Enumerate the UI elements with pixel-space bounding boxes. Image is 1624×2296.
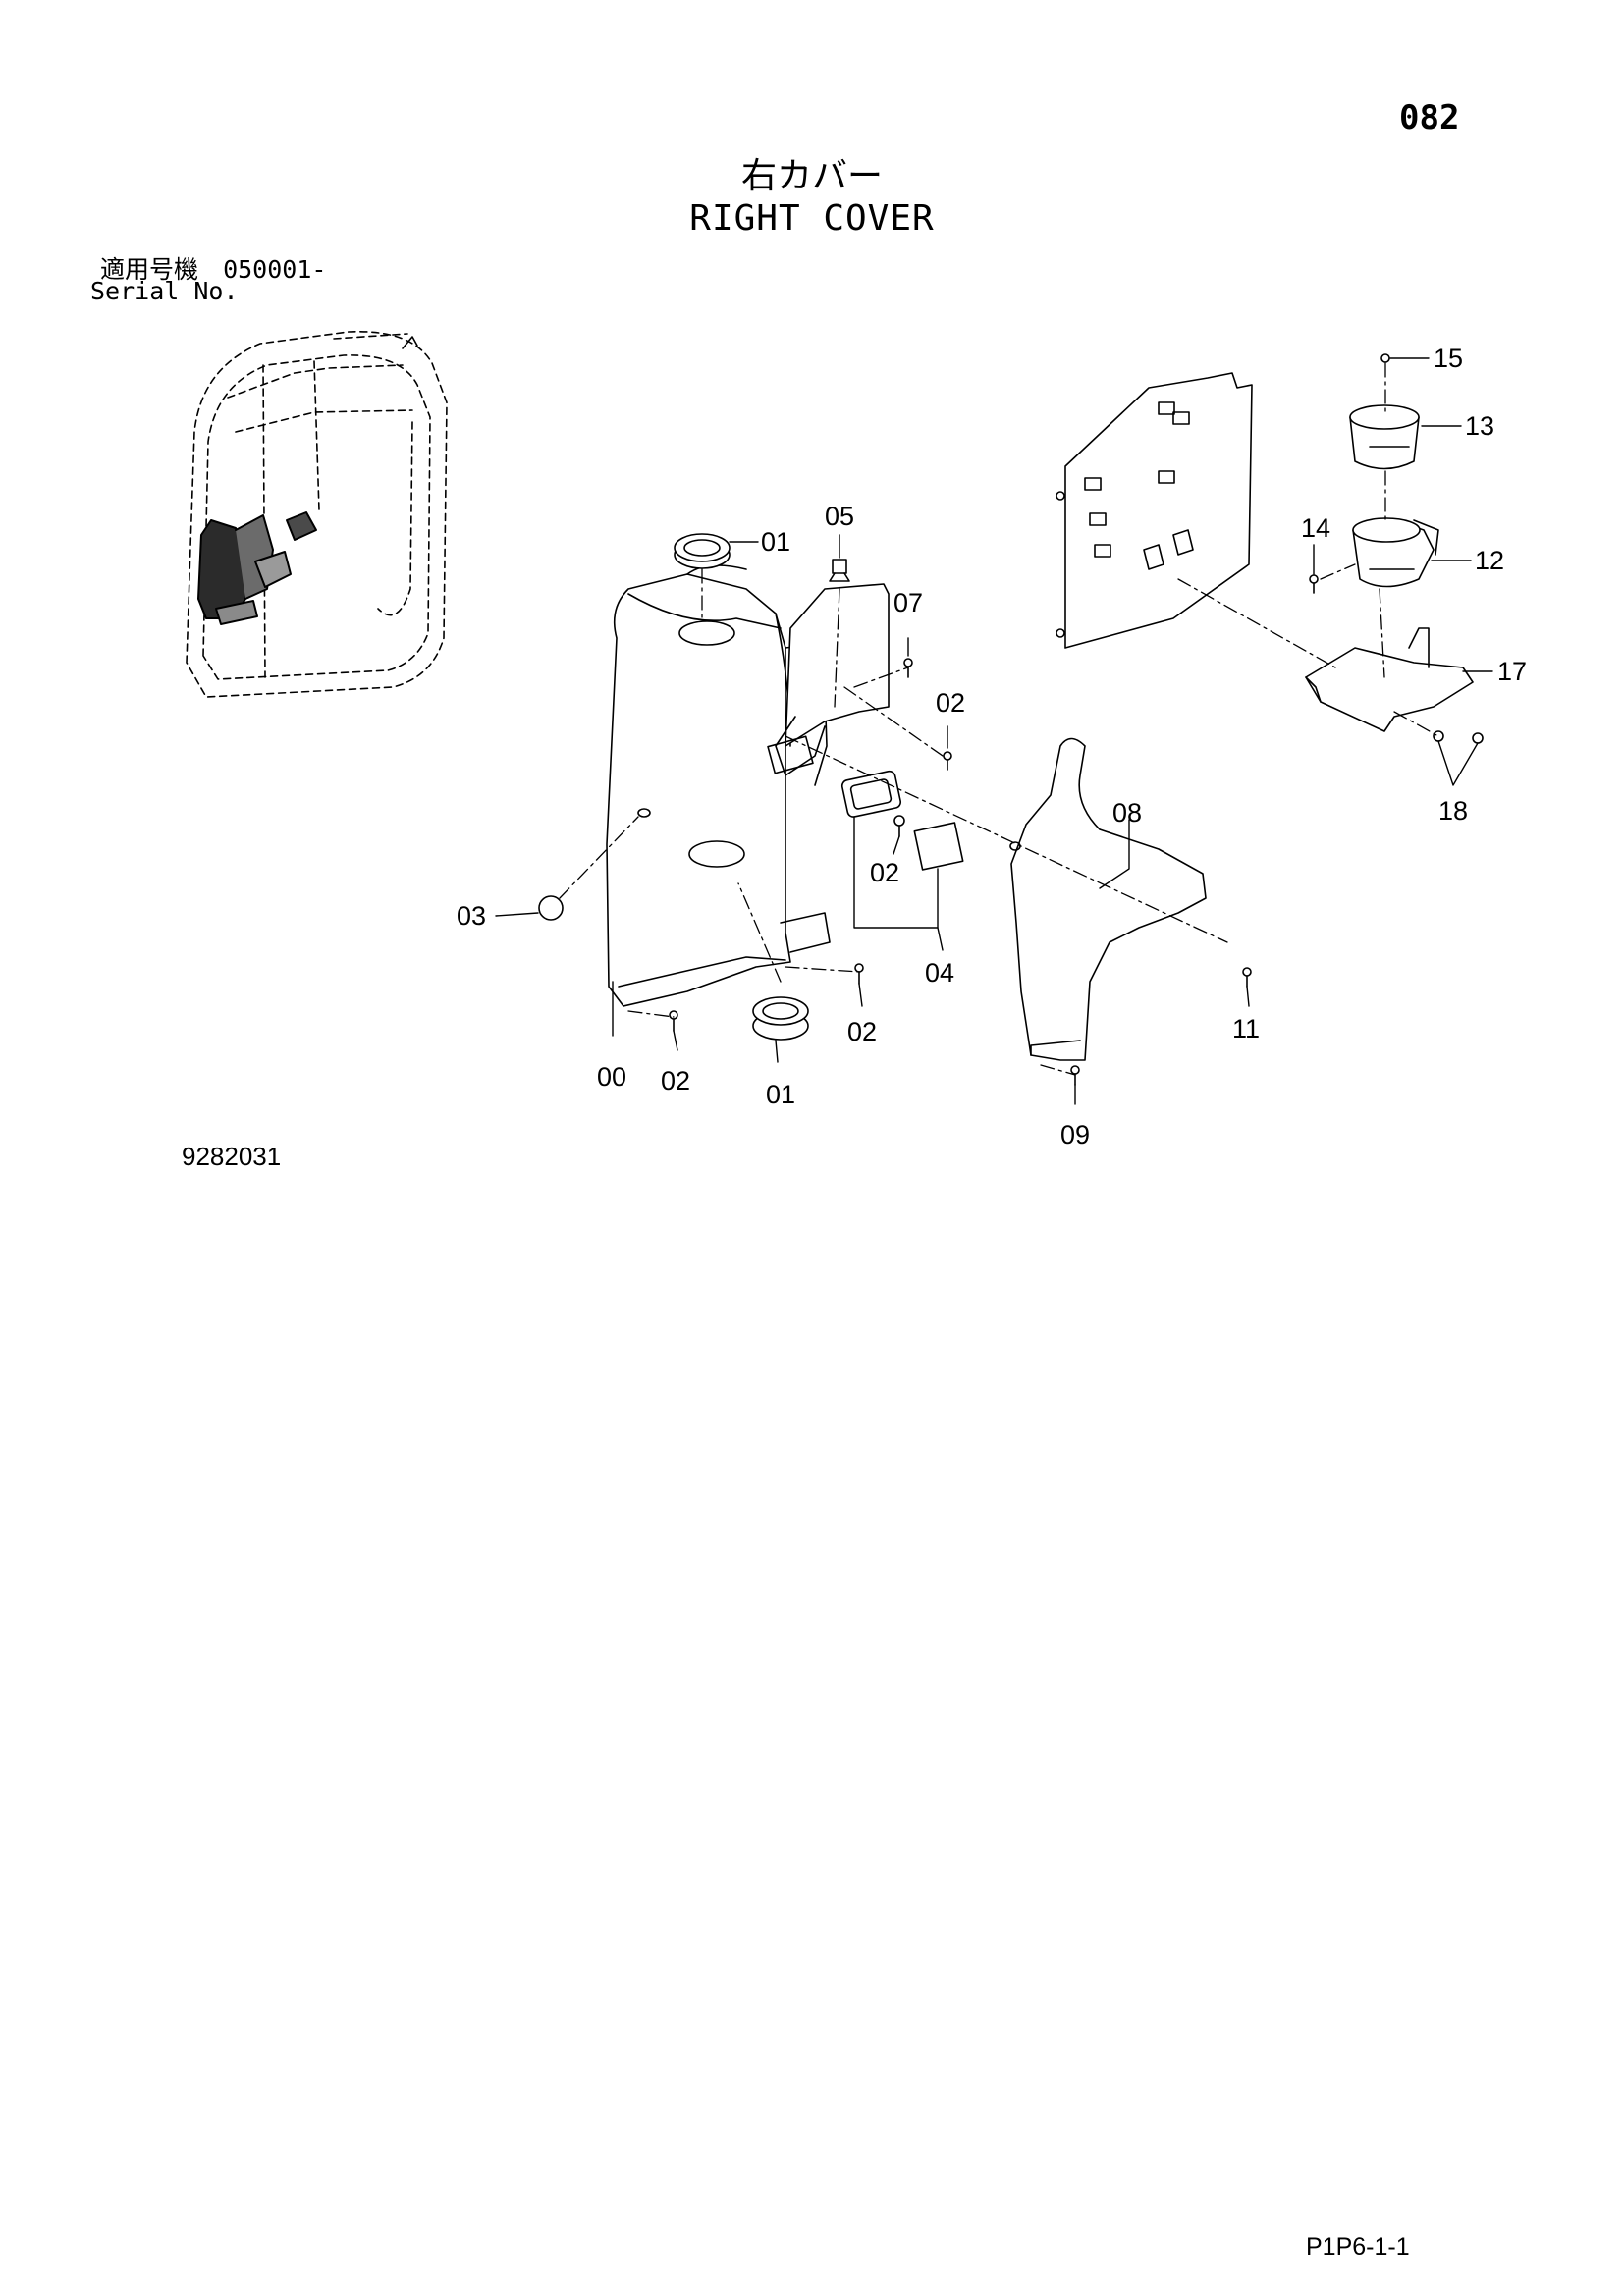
callout-02-right: 02: [847, 1017, 877, 1046]
callout-05: 05: [825, 502, 854, 531]
title-english: RIGHT COVER: [689, 198, 935, 239]
serial-label-english: Serial No.: [90, 277, 239, 305]
callout-02-upper: 02: [936, 688, 965, 718]
cab-overview-drawing: [186, 330, 448, 698]
callout-02-lower: 02: [661, 1066, 690, 1095]
cup-holder-part-13: [1349, 404, 1420, 470]
callout-07: 07: [893, 588, 923, 617]
callout-17: 17: [1497, 657, 1527, 686]
callout-14: 14: [1301, 513, 1330, 543]
callout-01-bottom: 01: [766, 1080, 795, 1109]
callout-12: 12: [1475, 546, 1504, 575]
panel-plate: [1056, 372, 1253, 649]
callout-01-top: 01: [761, 527, 790, 557]
cover-part-08: [1009, 737, 1207, 1061]
callout-18: 18: [1438, 796, 1468, 826]
callout-11: 11: [1232, 1014, 1260, 1043]
callout-08: 08: [1112, 798, 1142, 828]
callout-13: 13: [1465, 411, 1494, 441]
callout-labels: 01 05 07 02 02 03 04 02 00 02 01 08 11 0…: [457, 344, 1527, 1149]
fastener-hardware: [538, 353, 1484, 1086]
drawing-number: 9282031: [182, 1142, 282, 1171]
callout-15: 15: [1434, 344, 1463, 373]
callout-02-middle: 02: [870, 858, 899, 887]
bracket-part-17: [1305, 627, 1474, 732]
callout-09: 09: [1060, 1120, 1090, 1149]
sheet-code: P1P6-1-1: [1306, 2233, 1410, 2261]
cap-part-01-top: [674, 533, 731, 569]
callout-00: 00: [597, 1062, 626, 1092]
serial-value: 050001-: [223, 255, 327, 284]
cap-part-01-bottom: [752, 996, 809, 1041]
serial-row-japanese: 適用号機 050001-: [100, 250, 326, 286]
page-number: 082: [1399, 98, 1460, 137]
serial-label-jp: 適用号機: [100, 255, 199, 284]
title-japanese: 右カバー: [740, 156, 883, 196]
bracket-plate: [767, 583, 890, 776]
callout-03: 03: [457, 901, 486, 931]
callout-04: 04: [925, 958, 954, 988]
clip-part-05: [829, 559, 850, 582]
cup-holder-part-12: [1352, 517, 1439, 588]
